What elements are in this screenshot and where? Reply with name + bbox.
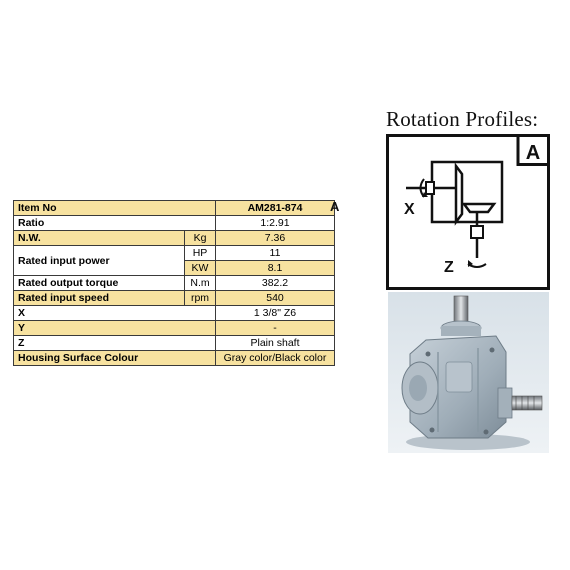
row-label-ratio: Ratio bbox=[13, 215, 216, 231]
row-value-kw: 8.1 bbox=[215, 260, 335, 276]
table-row: Z Plain shaft bbox=[13, 335, 335, 351]
table-row: Rated input power HP 11 bbox=[13, 245, 335, 276]
row-unit-speed: rpm bbox=[184, 290, 216, 306]
row-label-y: Y bbox=[13, 320, 216, 336]
row-label-output-torque: Rated output torque bbox=[13, 275, 185, 291]
row-unit-torque: N.m bbox=[184, 275, 216, 291]
row-value-y: - bbox=[215, 320, 335, 336]
table-row: X 1 3/8" Z6 bbox=[13, 305, 335, 321]
bevel-gear-diagram-icon: A X Z bbox=[386, 134, 550, 290]
row-unit-kw: KW bbox=[184, 260, 216, 276]
table-row: Housing Surface Colour Gray color/Black … bbox=[13, 350, 335, 366]
row-label-z: Z bbox=[13, 335, 216, 351]
row-value-item-no: AM281-874 bbox=[215, 200, 335, 216]
row-value-x: 1 3/8" Z6 bbox=[215, 305, 335, 321]
row-label-input-power: Rated input power bbox=[13, 245, 185, 276]
row-value-z: Plain shaft bbox=[215, 335, 335, 351]
axis-label-x: X bbox=[404, 201, 415, 218]
row-label-nw: N.W. bbox=[13, 230, 185, 246]
table-row: Ratio 1:2.91 bbox=[13, 215, 335, 231]
row-unit-nw: Kg bbox=[184, 230, 216, 246]
row-value-torque: 382.2 bbox=[215, 275, 335, 291]
table-row: Rated input speed rpm 540 bbox=[13, 290, 335, 306]
row-label-housing-colour: Housing Surface Colour bbox=[13, 350, 216, 366]
row-label-item-no: Item No bbox=[13, 200, 216, 216]
profile-letter: A bbox=[330, 199, 340, 214]
row-value-housing-colour: Gray color/Black color bbox=[215, 350, 335, 366]
table-row: KW 8.1 bbox=[14, 260, 335, 276]
row-value-ratio: 1:2.91 bbox=[215, 215, 335, 231]
profile-box-letter: A bbox=[526, 142, 540, 164]
gearbox-photo bbox=[388, 292, 549, 453]
table-row: Item No AM281-874 bbox=[13, 200, 335, 216]
row-value-speed: 540 bbox=[215, 290, 335, 306]
row-value-hp: 11 bbox=[215, 245, 335, 261]
row-unit-hp: HP bbox=[184, 245, 216, 261]
table-row: Y - bbox=[13, 320, 335, 336]
table-row: N.W. Kg 7.36 bbox=[13, 230, 335, 246]
row-label-x: X bbox=[13, 305, 216, 321]
table-row: Rated output torque N.m 382.2 bbox=[13, 275, 335, 291]
row-label-input-speed: Rated input speed bbox=[13, 290, 185, 306]
axis-label-z: Z bbox=[444, 259, 454, 276]
rotation-profiles-title: Rotation Profiles: bbox=[386, 107, 539, 131]
spec-table: Item No AM281-874 Ratio 1:2.91 N.W. Kg 7… bbox=[13, 200, 335, 366]
row-value-nw: 7.36 bbox=[215, 230, 335, 246]
